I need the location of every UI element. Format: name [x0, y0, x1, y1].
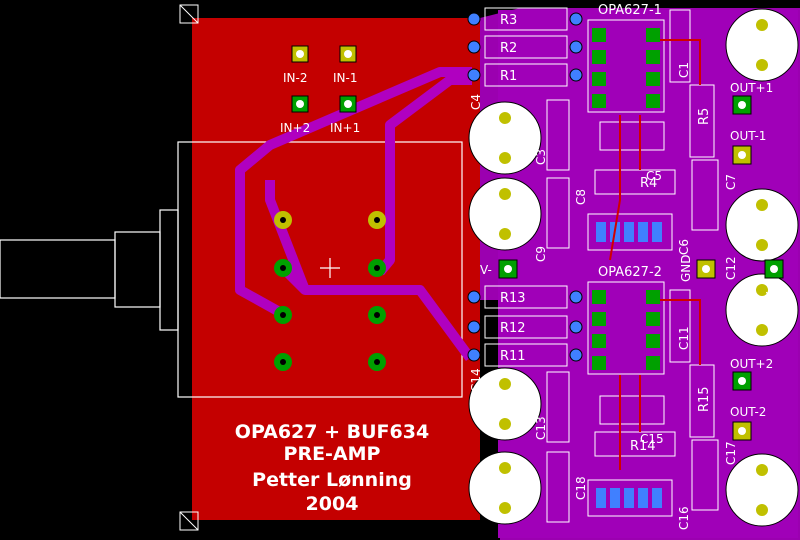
corner-mark — [179, 4, 199, 24]
r11-label: R11 — [500, 349, 526, 364]
potentiometer — [0, 141, 463, 398]
r14-body — [594, 431, 676, 457]
c4-label: C4 — [469, 94, 483, 110]
ic-opa627-2 — [587, 281, 665, 375]
r12-label: R12 — [500, 321, 526, 336]
r15-label: R15 — [697, 386, 712, 412]
top-traces — [609, 39, 701, 470]
c5-label: C5 — [646, 169, 662, 183]
electrolytic-caps — [468, 8, 799, 527]
r5-body — [689, 84, 715, 158]
r4-label: R4 — [640, 176, 657, 191]
resistor-pads — [467, 12, 583, 362]
opa627-1-label: OPA627-1 — [598, 3, 662, 18]
in-2-label: IN-2 — [283, 71, 307, 85]
c15-label: C15 — [640, 432, 664, 446]
power-labels: V- GND V+ — [480, 254, 778, 300]
ic-opa627-1 — [587, 19, 665, 113]
pot-pads — [274, 211, 386, 371]
in+1-label: IN+1 — [330, 121, 360, 135]
cap-pads — [499, 19, 768, 516]
input-pads — [291, 45, 357, 113]
output-labels: OUT+1 OUT-1 OUT+2 OUT-2 — [730, 81, 773, 419]
c14-label: C14 — [469, 368, 483, 392]
in+2-label: IN+2 — [280, 121, 310, 135]
corner-mark — [179, 511, 199, 531]
out+1-label: OUT+1 — [730, 81, 773, 95]
output-pads — [732, 95, 752, 441]
r14-label: R14 — [630, 439, 656, 454]
ceramic-caps — [546, 9, 719, 523]
resistor-bodies — [484, 7, 568, 367]
out-2-label: OUT-2 — [730, 405, 766, 419]
resistor-labels: R3 R2 R1 R13 R12 R11 — [500, 13, 526, 364]
r2-label: R2 — [500, 41, 517, 56]
board-title: OPA627 + BUF634 PRE-AMP Petter Lønning 2… — [235, 421, 429, 515]
c11-label: C11 — [677, 326, 691, 350]
c16-label: C16 — [677, 506, 691, 530]
c7-label: C7 — [724, 174, 738, 190]
cap-labels: C4 C3 C8 C9 C1 C5 C7 C6 C12 C14 C13 C11 … — [469, 62, 738, 530]
v-minus-label: V- — [480, 263, 492, 277]
c13-label: C13 — [534, 416, 548, 440]
gnd-label: GND — [679, 254, 693, 282]
in-1-label: IN-1 — [333, 71, 357, 85]
title-line-3: Petter Lønning — [252, 469, 412, 491]
c9-label: C9 — [534, 246, 548, 262]
corner-cross — [179, 511, 199, 531]
r3-label: R3 — [500, 13, 517, 28]
c18-label: C18 — [574, 476, 588, 500]
c6-label: C6 — [677, 239, 691, 255]
title-line-2: PRE-AMP — [284, 443, 381, 465]
buf634-2 — [587, 479, 673, 517]
r1-label: R1 — [500, 69, 517, 84]
bottom-traces — [235, 67, 475, 361]
c1-label: C1 — [677, 62, 691, 78]
title-line-1: OPA627 + BUF634 — [235, 421, 429, 443]
r4-body — [594, 169, 676, 195]
c3-label: C3 — [534, 149, 548, 165]
title-line-4: 2004 — [306, 493, 359, 515]
r5-label: R5 — [697, 108, 712, 125]
r15-body — [689, 364, 715, 438]
out-1-label: OUT-1 — [730, 129, 766, 143]
opa627-2-label: OPA627-2 — [598, 265, 662, 280]
r13-label: R13 — [500, 291, 526, 306]
c12-label: C12 — [724, 256, 738, 280]
v-plus-label: V+ — [764, 282, 778, 300]
out+2-label: OUT+2 — [730, 357, 773, 371]
corner-cross — [179, 4, 199, 24]
c8-label: C8 — [574, 189, 588, 205]
power-pads — [498, 259, 784, 279]
c17-label: C17 — [724, 441, 738, 465]
